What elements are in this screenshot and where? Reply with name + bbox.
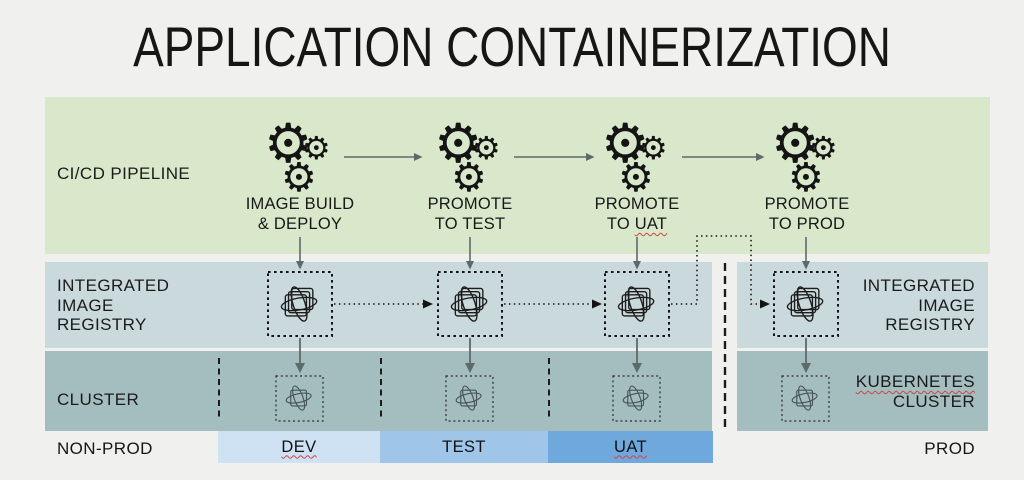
gear-icon: ⚙ — [809, 129, 838, 167]
stage-label-image-build-deploy: IMAGE BUILD & DEPLOY — [245, 195, 355, 233]
registry-label-prod: INTEGRATED IMAGE REGISTRY — [862, 276, 975, 334]
page-title: APPLICATION CONTAINERIZATION — [133, 15, 891, 78]
registry-label-nonprod: INTEGRATED IMAGE REGISTRY — [57, 276, 170, 334]
env-label-uat: UAT — [614, 437, 647, 456]
cicd-pipeline-band — [45, 97, 990, 254]
pipeline-gears-prod: ⚙ ⚙ ⚙ — [747, 115, 867, 207]
gear-icon: ⚙ — [472, 129, 501, 167]
pipeline-gears-test: ⚙ ⚙ ⚙ — [410, 115, 530, 207]
gear-icon: ⚙ — [601, 112, 650, 175]
gear-icon: ⚙ — [451, 155, 487, 201]
env-band-test: TEST — [380, 431, 548, 463]
pipeline-gears-build: ⚙ ⚙ ⚙ — [240, 115, 360, 207]
gear-icon: ⚙ — [302, 129, 331, 167]
cluster-band-prod — [737, 351, 988, 431]
gear-icon: ⚙ — [618, 155, 654, 201]
gear-icon: ⚙ — [264, 112, 313, 175]
stage-label-promote-to-test: PROMOTE TO TEST — [427, 195, 513, 233]
env-band-dev: DEV — [218, 431, 380, 463]
nonprod-zone-label: NON-PROD — [57, 439, 153, 458]
title-bar: APPLICATION CONTAINERIZATION — [0, 14, 1024, 79]
cluster-band-nonprod — [45, 351, 712, 431]
cicd-pipeline-label: CI/CD PIPELINE — [57, 164, 191, 183]
gear-icon: ⚙ — [771, 112, 820, 175]
gear-icon: ⚙ — [788, 155, 824, 201]
cluster-label-prod: KUBERNETES CLUSTER — [855, 372, 975, 411]
env-band-uat: UAT — [548, 431, 713, 463]
gear-icon: ⚙ — [639, 129, 668, 167]
cluster-label-nonprod: CLUSTER — [57, 390, 140, 409]
prod-zone-label: PROD — [924, 439, 975, 458]
env-label-test: TEST — [442, 437, 486, 456]
gear-icon: ⚙ — [281, 155, 317, 201]
pipeline-gears-uat: ⚙ ⚙ ⚙ — [577, 115, 697, 207]
env-label-dev: DEV — [281, 437, 317, 456]
stage-label-promote-to-prod: PROMOTE TO PROD — [764, 195, 850, 233]
stage-label-promote-to-uat: PROMOTE TO UAT — [594, 195, 680, 233]
gear-icon: ⚙ — [434, 112, 483, 175]
